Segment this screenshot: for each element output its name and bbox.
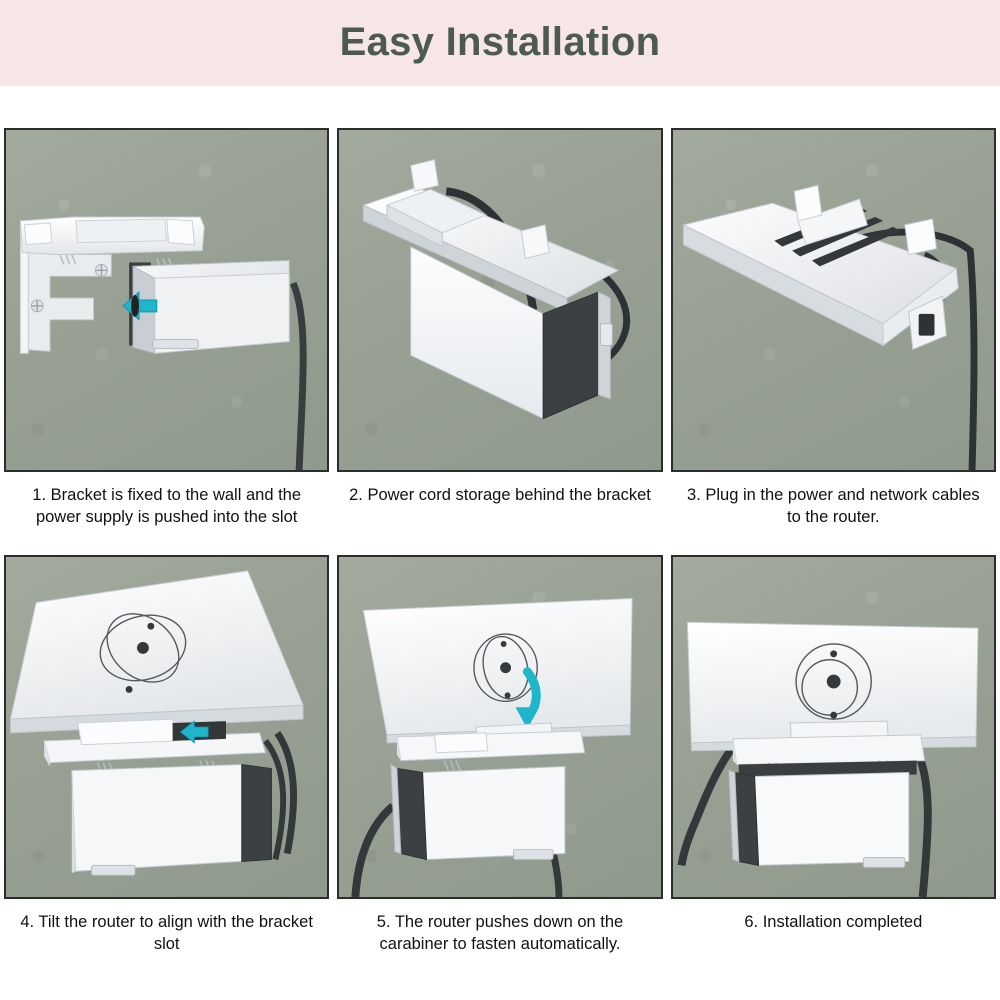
- power-supply-left-edge-4: [71, 770, 76, 874]
- step-cell-5: 5. The router pushes down on the carabin…: [337, 555, 663, 960]
- header-banner: Easy Installation: [0, 0, 1000, 86]
- bracket-hook-right-2: [521, 224, 550, 260]
- bracket-tab-left-1: [23, 222, 53, 246]
- bracket-shelf-6: [731, 734, 925, 766]
- power-supply-face-1: [154, 272, 290, 354]
- router-atom-logo-4: [99, 613, 187, 693]
- bracket-tab-right-1: [166, 218, 195, 246]
- power-cable-6b: [912, 748, 932, 897]
- step-image-4: [4, 555, 330, 899]
- step-caption-1: 1. Bracket is fixed to the wall and the …: [32, 486, 302, 526]
- row-spacer-a: [4, 533, 329, 555]
- step-cell-4: 4. Tilt the router to align with the bra…: [4, 555, 330, 960]
- cable-guide-rail-3: [797, 198, 868, 246]
- port-opening-3: [918, 313, 935, 336]
- power-cable-4b: [263, 738, 287, 861]
- row-spacer-b: [337, 533, 662, 555]
- step-cell-2: 2. Power cord storage behind the bracket: [337, 128, 663, 533]
- power-supply-foot-5: [513, 849, 554, 860]
- power-supply-rim-6: [728, 769, 739, 863]
- router-body-5: [363, 597, 633, 736]
- power-cable-4a: [274, 730, 297, 855]
- arrow-left-icon-1: [122, 291, 158, 321]
- step-illustration-2: [362, 159, 631, 420]
- power-supply-dark-end-5: [396, 767, 428, 861]
- step-caption-4: 4. Tilt the router to align with the bra…: [20, 913, 313, 953]
- step-cell-6: 6. Installation completed: [670, 555, 996, 960]
- power-cable-1: [289, 281, 307, 470]
- power-supply-dark-end-2: [542, 291, 600, 420]
- row-spacer-c: [671, 533, 996, 555]
- step-caption-6: 6. Installation completed: [744, 913, 923, 931]
- power-cable-6a: [677, 742, 738, 867]
- step-illustration-6: [677, 621, 979, 897]
- cable-channel-slot-c-3: [811, 226, 901, 267]
- bracket-shelf-side-5: [397, 736, 402, 761]
- power-supply-dark-end-4: [241, 763, 272, 862]
- power-supply-foot-4: [91, 864, 136, 876]
- bracket-hook-right-3: [903, 218, 937, 256]
- step-caption-3: 3. Plug in the power and network cables …: [687, 486, 980, 526]
- bracket-shelf-side-4: [44, 740, 51, 767]
- step-caption-5: 5. The router pushes down on the carabin…: [376, 913, 624, 953]
- bracket-rail-4: [77, 718, 178, 746]
- step-illustration-1: [19, 216, 307, 470]
- step-image-2: [337, 128, 663, 472]
- step-image-1: [4, 128, 330, 472]
- step-image-3: [670, 128, 996, 472]
- step-image-5: [337, 555, 663, 899]
- router-atom-logo-6: [795, 643, 872, 720]
- power-supply-foot-6: [862, 856, 905, 868]
- router-body-4: [9, 570, 304, 720]
- bracket-hook-left-2: [410, 159, 440, 192]
- page-title: Easy Installation: [339, 20, 661, 64]
- slot-port-1: [131, 295, 139, 317]
- installation-steps-grid: 1. Bracket is fixed to the wall and the …: [0, 86, 1000, 960]
- power-supply-brick-4: [71, 764, 243, 872]
- power-cable-3: [966, 248, 978, 470]
- router-atom-logo-5: [473, 633, 539, 702]
- power-cable-5a: [351, 803, 396, 897]
- power-supply-brick-5: [422, 766, 566, 860]
- bracket-rail-5: [434, 732, 489, 754]
- bracket-rail-edge-2: [386, 204, 444, 248]
- bracket-hook-left-3: [793, 184, 823, 222]
- step-illustration-5: [351, 597, 633, 897]
- step-illustration-4: [9, 570, 304, 876]
- step-image-6: [670, 555, 996, 899]
- cord-clip-2: [600, 323, 614, 346]
- step-cell-3: 3. Plug in the power and network cables …: [670, 128, 996, 533]
- mounting-screws-1: [30, 263, 108, 313]
- step-cell-1: 1. Bracket is fixed to the wall and the …: [4, 128, 330, 533]
- bracket-clips-5: [443, 760, 462, 771]
- bracket-backplate-1: [21, 224, 112, 352]
- arrow-curved-down-icon-5: [515, 667, 542, 729]
- step-caption-2: 2. Power cord storage behind the bracket: [349, 486, 651, 504]
- bracket-shelf-rail-1: [75, 218, 168, 244]
- arrow-right-icon-4: [179, 720, 209, 744]
- step-illustration-3: [681, 184, 978, 470]
- power-supply-rim-5: [390, 763, 402, 855]
- power-supply-foot-1: [152, 339, 199, 349]
- power-supply-brick-6: [753, 771, 909, 866]
